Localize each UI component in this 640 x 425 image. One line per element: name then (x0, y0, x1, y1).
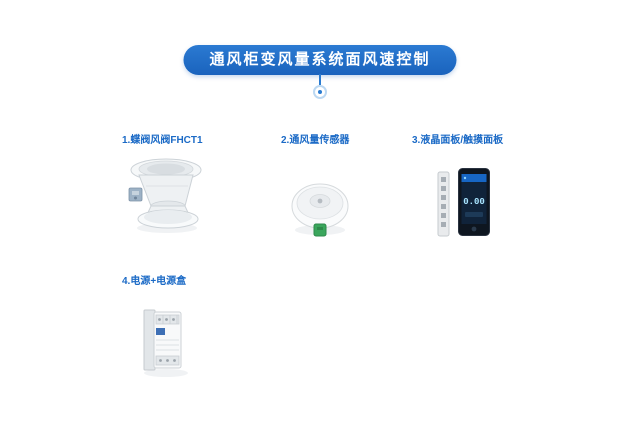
touch-panel-home-button (471, 226, 477, 232)
power-box-image (143, 309, 188, 377)
lcd-strip-panel-image (437, 171, 450, 237)
connector-dot (313, 85, 327, 99)
item-label-valve: 1.蝶阀风阀FHCT1 (122, 135, 203, 146)
power-indicator (156, 328, 165, 335)
butterfly-valve-image (128, 158, 202, 233)
flow-sensor-image (291, 183, 349, 237)
touch-panel-reading: 0.00 (463, 197, 485, 207)
page-title: 通风柜变风量系统面风速控制 (209, 51, 431, 68)
title-banner: 通风柜变风量系统面风速控制 (183, 45, 457, 75)
item-label-sensor: 2.通风量传感器 (281, 135, 350, 146)
item-label-power: 4.电源+电源盒 (122, 276, 187, 287)
item-label-panel: 3.液晶面板/触摸面板 (412, 135, 504, 146)
touch-panel-image: 0.00 (458, 168, 490, 236)
connector-line (319, 74, 321, 85)
